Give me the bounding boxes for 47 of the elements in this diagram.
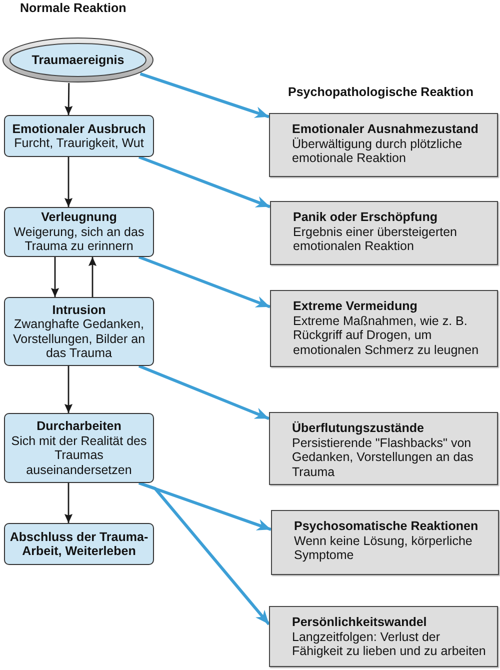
process-box	[4, 523, 154, 565]
outcome-box	[269, 113, 498, 177]
box-text: Zwanghafte Gedanken, Vorstellungen, Bilder an das Trauma	[12, 317, 146, 360]
process-box	[4, 207, 154, 257]
box-text: Furcht, Traurigkeit, Wut	[14, 136, 144, 150]
arrow	[140, 72, 270, 118]
outcome-box	[270, 290, 498, 367]
column-heading: Normale Reaktion	[20, 1, 126, 16]
arrow	[138, 156, 271, 208]
box-text: Weigerung, sich an das Trauma zu erinnern	[12, 224, 146, 254]
process-box	[4, 297, 154, 366]
arrow	[64, 366, 73, 413]
process-box	[4, 413, 154, 483]
box-text: Überwältigung durch plötzliche emotionale Reaktion	[292, 136, 464, 166]
box-text: Wenn keine Lösung, körperliche Symptome	[294, 534, 474, 562]
box-heading: Persönlichkeitswandel	[292, 615, 428, 630]
arrow	[138, 482, 270, 626]
box-text: Ergebnis einer übersteigerten emotionalen Reaktion	[293, 224, 458, 254]
column-heading: Psychopathologische Reaktion	[288, 85, 474, 100]
arrow	[64, 483, 73, 523]
outcome-box	[269, 412, 498, 485]
box-heading: Verleugnung	[41, 210, 117, 225]
arrow	[88, 257, 97, 297]
arrow	[64, 157, 73, 207]
outcome-box	[269, 606, 498, 667]
arrow	[50, 257, 60, 297]
box-text: Extreme Maßnahmen, wie z. B. Rückgriff auf Drogen, um emotionalen Schmerz zu leugnen	[293, 314, 480, 357]
process-box	[4, 115, 154, 157]
box-heading: Traumaereignis	[32, 52, 124, 68]
box-heading: Extreme Vermeidung	[293, 299, 418, 314]
outcome-box	[270, 201, 498, 265]
event-ellipse	[2, 37, 154, 83]
box-text: Persistierende "Flashbacks" von Gedanken, Vorstellungen an das Trauma	[292, 436, 474, 479]
box-text: Langzeitfolgen: Verlust der Fähigkeit zu lieben und zu arbeiten	[292, 630, 487, 658]
box-heading: Emotionaler Ausbruch	[12, 122, 146, 136]
arrow	[64, 83, 73, 115]
box-heading: Durcharbeiten	[36, 419, 122, 434]
box-heading: Intrusion	[52, 302, 106, 317]
box-heading: Überflutungszustände	[292, 421, 425, 436]
box-heading: Abschluss der Trauma-Arbeit, Weiterleben	[8, 530, 150, 558]
box-heading: Panik oder Erschöpfung	[293, 210, 438, 224]
outcome-box	[271, 510, 499, 575]
box-heading: Emotionaler Ausnahmezustand	[292, 122, 480, 136]
box-text: Sich mit der Realität des Traumas auseinandersetzen	[10, 434, 148, 477]
arrow	[138, 364, 270, 420]
arrow	[138, 256, 271, 308]
box-heading: Psychosomatische Reaktionen	[294, 519, 480, 534]
